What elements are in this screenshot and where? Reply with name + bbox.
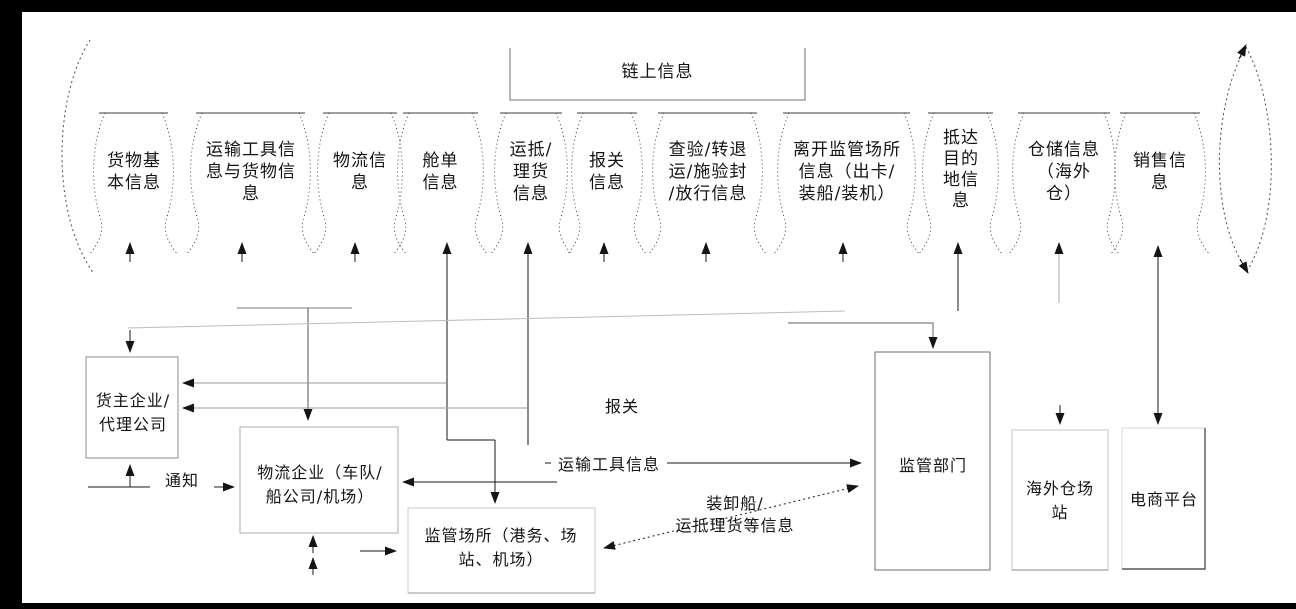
connector-arrows [88,242,1163,575]
entity-ecommerce-platform: 电商平台 [1129,490,1198,509]
banner-sales-info: 销售信 息 [1133,151,1187,193]
banner-logistics-info: 物流信 息 [333,151,387,193]
cargo-owner-box [85,356,179,459]
banner-destination-info: 抵达 目的 地信 息 [943,128,979,211]
banner-customs-info: 报关 信息 [589,151,625,193]
entity-boxes [85,351,1206,594]
supervision-dept-box [874,351,991,571]
entity-overseas-warehouse: 海外仓场 站 [1025,479,1094,522]
chain-title: 链上信息 [621,62,694,82]
entity-supervision-dept: 监管部门 [898,456,967,475]
label-loading-tally-info: 装卸船/ 运抵理货等信息 [675,494,795,535]
entity-cargo-owner: 货主企业/ 代理公司 [95,391,171,434]
entity-logistics-company: 物流企业（车队/ 船公司/机场） [257,463,383,506]
logistics-company-box [239,426,399,534]
entity-supervision-site: 监管场所（港务、场 站、机场） [424,526,578,569]
banner-leave-supervision-info: 离开监管场所 信息（出卡/ 装船/装机） [793,140,901,204]
banner-manifest-info: 舱单 信息 [422,151,459,193]
label-customs-declaration: 报关 [604,397,639,416]
banner-inspection-release-info: 查验/转退 运/施验封 /放行信息 [668,140,748,204]
label-notify: 通知 [150,469,214,493]
title-box [509,48,806,101]
label-transport-info: 运输工具信息 [551,453,667,477]
banner-shapes [89,112,1210,255]
banner-transport-cargo-info: 运输工具信 息与货物信 息 [206,140,296,204]
chain-right-loop [1219,44,1272,274]
banner-arrival-tally-info: 运抵/ 理货 信息 [509,140,553,204]
banner-warehouse-info: 仓储信息 （海外 仓） [1028,140,1100,204]
banner-cargo-basic-info: 货物基 本信息 [107,151,161,193]
